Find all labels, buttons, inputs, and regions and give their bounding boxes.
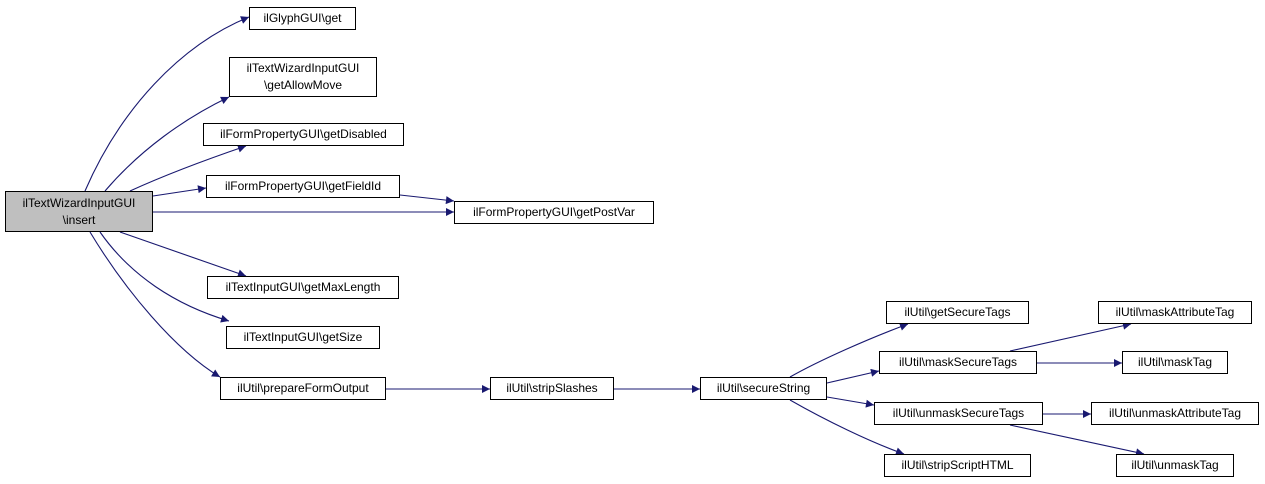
node-label: ilTextInputGUI\getSize — [243, 330, 363, 344]
node-secure-string[interactable]: ilUtil\secureString — [700, 377, 827, 400]
node-strip-script-html[interactable]: ilUtil\stripScriptHTML — [884, 454, 1031, 477]
edge-secure-string-to-mask-secure-tags — [826, 368, 880, 384]
edge-mask-secure-tags-to-mask-attribute-tag — [1009, 321, 1132, 352]
node-label: ilFormPropertyGUI\getDisabled — [220, 127, 387, 141]
node-label: ilFormPropertyGUI\getPostVar — [473, 205, 635, 219]
node-label-line: \getAllowMove — [263, 78, 343, 92]
node-mask-secure-tags[interactable]: ilUtil\maskSecureTags — [879, 351, 1037, 374]
node-prepare-form-output[interactable]: ilUtil\prepareFormOutput — [220, 377, 386, 400]
node-unmask-tag[interactable]: ilUtil\unmaskTag — [1116, 454, 1234, 477]
edge-unmask-secure-tags-to-unmask-tag — [1009, 424, 1145, 457]
edge-root-to-get-max-length — [119, 231, 247, 278]
node-label: ilUtil\stripScriptHTML — [901, 458, 1014, 472]
node-label: ilUtil\getSecureTags — [904, 305, 1011, 319]
edge-root-to-get-disabled — [129, 144, 247, 192]
node-label: ilUtil\stripSlashes — [506, 381, 598, 395]
node-get-post-var[interactable]: ilFormPropertyGUI\getPostVar — [454, 201, 654, 224]
node-label: ilGlyphGUI\get — [263, 11, 342, 25]
node-label-line: ilTextWizardInputGUI — [22, 195, 136, 210]
edge-secure-string-to-get-secure-tags — [789, 323, 909, 378]
edge-root-to-get-field-id — [152, 185, 207, 197]
node-get-secure-tags[interactable]: ilUtil\getSecureTags — [886, 301, 1029, 324]
node-get-size[interactable]: ilTextInputGUI\getSize — [226, 326, 380, 349]
node-label: ilFormPropertyGUI\getFieldId — [224, 179, 382, 193]
node-get-max-length[interactable]: ilTextInputGUI\getMaxLength — [207, 276, 399, 299]
node-label: ilUtil\secureString — [716, 381, 811, 395]
node-label: ilUtil\unmaskTag — [1131, 458, 1219, 472]
edge-root-to-get-allow-move — [104, 96, 230, 192]
edge-root-to-prepare-form-output — [89, 231, 221, 378]
node-label-line: \insert — [62, 212, 96, 227]
node-label: ilUtil\maskSecureTags — [898, 355, 1018, 369]
node-label: ilUtil\maskAttributeTag — [1115, 305, 1235, 319]
node-unmask-secure-tags[interactable]: ilUtil\unmaskSecureTags — [874, 402, 1043, 425]
node-mask-attribute-tag[interactable]: ilUtil\maskAttributeTag — [1098, 301, 1252, 324]
node-root-insert[interactable]: ilTextWizardInputGUI \insert — [5, 191, 153, 232]
node-mask-tag[interactable]: ilUtil\maskTag — [1122, 351, 1228, 374]
edge-get-field-id-to-get-post-var — [399, 194, 455, 205]
edge-root-to-get-size — [99, 231, 230, 323]
edge-secure-string-to-unmask-secure-tags — [826, 396, 875, 408]
edge-root-to-glyph-get — [84, 16, 250, 192]
node-unmask-attribute-tag[interactable]: ilUtil\unmaskAttributeTag — [1091, 402, 1259, 425]
node-get-field-id[interactable]: ilFormPropertyGUI\getFieldId — [206, 175, 400, 198]
node-label: ilUtil\unmaskSecureTags — [892, 406, 1025, 420]
node-label: ilTextInputGUI\getMaxLength — [225, 280, 381, 294]
node-label-line: ilTextWizardInputGUI — [246, 61, 360, 75]
node-label: ilUtil\unmaskAttributeTag — [1108, 406, 1242, 420]
node-get-allow-move[interactable]: ilTextWizardInputGUI \getAllowMove — [229, 57, 377, 97]
edge-secure-string-to-strip-script-html — [789, 399, 905, 456]
node-get-disabled[interactable]: ilFormPropertyGUI\getDisabled — [203, 123, 404, 146]
node-label: ilUtil\prepareFormOutput — [237, 381, 369, 395]
node-strip-slashes[interactable]: ilUtil\stripSlashes — [490, 377, 614, 400]
node-glyph-get[interactable]: ilGlyphGUI\get — [249, 7, 356, 30]
node-label: ilUtil\maskTag — [1137, 355, 1212, 369]
